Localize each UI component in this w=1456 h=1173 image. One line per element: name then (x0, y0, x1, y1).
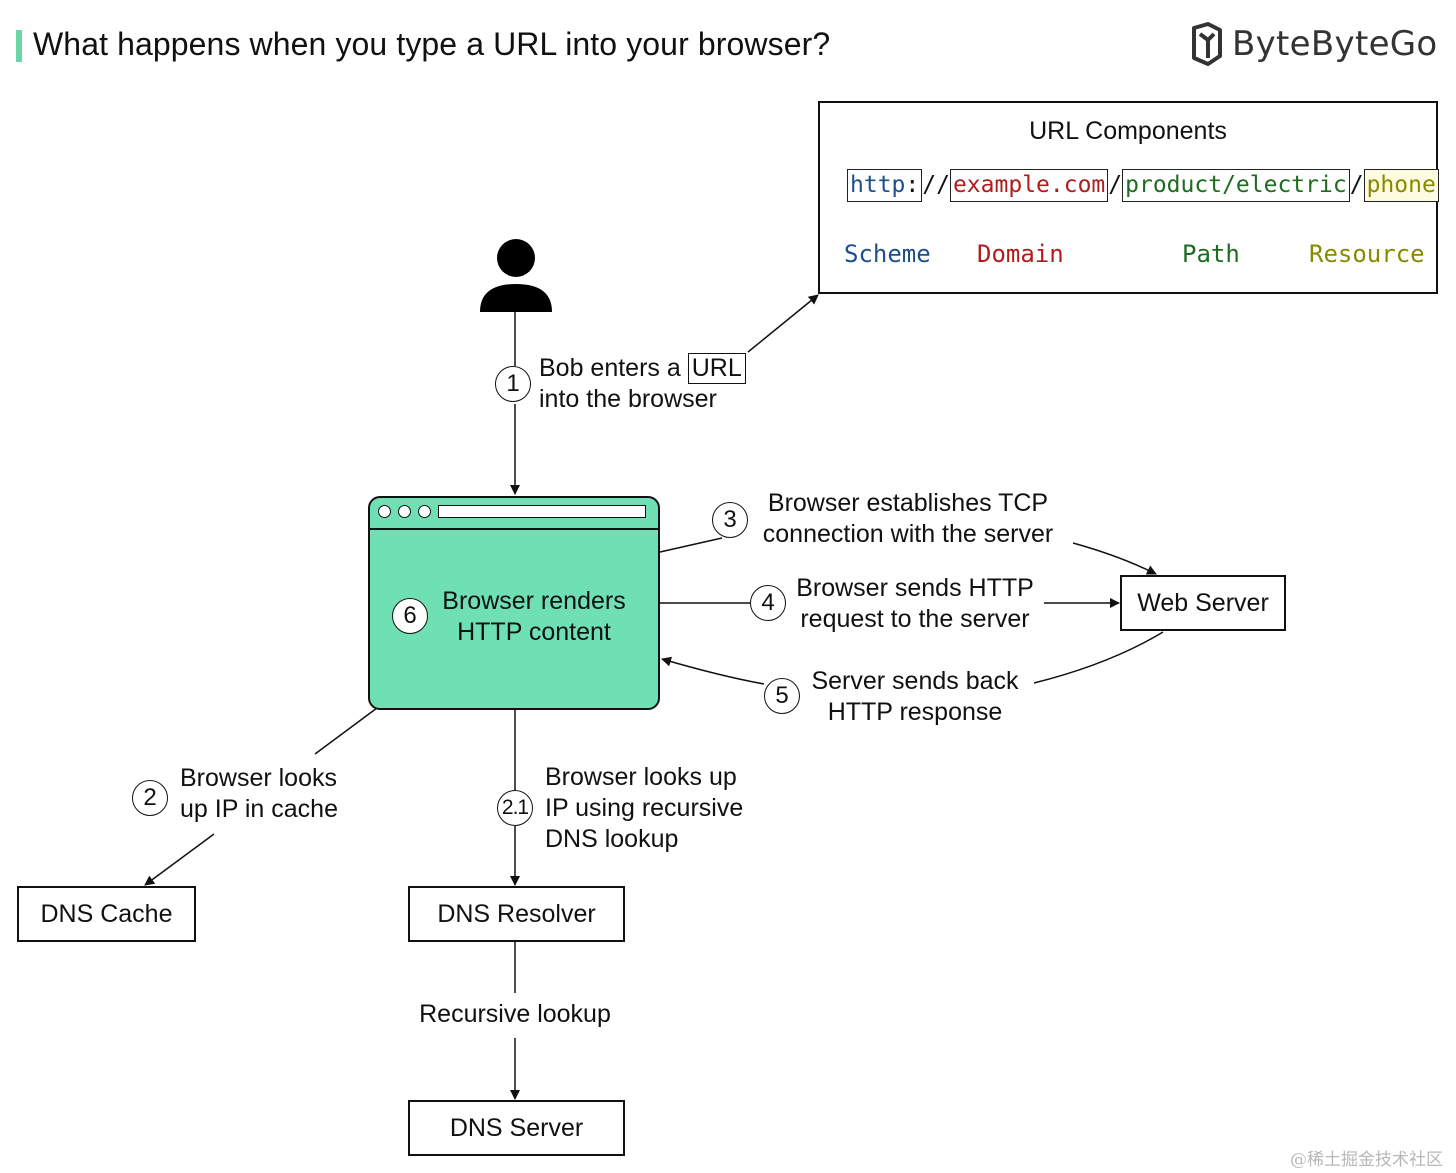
url-path-segment: product/electric (1122, 169, 1350, 202)
web-server-box: Web Server (1120, 575, 1286, 631)
dns-cache-box: DNS Cache (17, 886, 196, 942)
step-2-badge: 2 (132, 780, 168, 816)
url-example: http: // example.com / product/electric … (847, 169, 1439, 202)
url-word-chip: URL (687, 353, 746, 384)
step-3-text-line1: Browser establishes TCP (767, 489, 1049, 517)
step-6-badge: 6 (392, 598, 428, 634)
step-4-label: Browser sends HTTP request to the server (786, 573, 1044, 635)
scheme-label: Scheme (844, 240, 931, 268)
connector-step2-start (314, 707, 378, 755)
step-6-text-line1: Browser renders (442, 587, 626, 615)
step-2-text-line2: up IP in cache (180, 795, 338, 823)
title-accent-bar (16, 30, 22, 62)
arrow-to-dns-cache (144, 833, 215, 886)
step-2-1-text-line1: Browser looks up (545, 763, 737, 791)
recursive-lookup-label: Recursive lookup (419, 1000, 611, 1028)
step-2-label: Browser looks up IP in cache (180, 763, 338, 825)
step-1-text: Bob enters a (539, 354, 681, 382)
dns-server-box: DNS Server (408, 1100, 625, 1156)
arrow-step3-to-webserver (1072, 542, 1157, 575)
url-components-heading: URL Components (1029, 117, 1227, 145)
page-title: What happens when you type a URL into yo… (33, 26, 831, 62)
step-1-badge: 1 (495, 366, 531, 402)
url-slash: / (1349, 172, 1364, 198)
step-6-text-line2: HTTP content (457, 618, 611, 646)
step-2-1-label: Browser looks up IP using recursive DNS … (545, 762, 743, 855)
step-5-label: Server sends back HTTP response (800, 666, 1030, 728)
step-3-badge: 3 (712, 502, 748, 538)
url-colon: : (905, 172, 920, 198)
step-3-text-line2: connection with the server (762, 520, 1054, 548)
url-scheme-text: http (850, 172, 906, 198)
step-5-text-line2: HTTP response (827, 698, 1003, 726)
dns-resolver-box: DNS Resolver (408, 886, 625, 942)
step-5-text-line1: Server sends back (811, 667, 1019, 695)
step-2-1-badge: 2.1 (497, 790, 533, 826)
watermark: @稀土掘金技术社区 (1290, 1150, 1443, 1170)
window-dot (378, 505, 391, 518)
window-dot (418, 505, 431, 518)
url-resource-segment: phone (1363, 169, 1439, 202)
step-2-1-text-line2: IP using recursive (545, 794, 744, 822)
arrow-url-to-components (747, 294, 819, 353)
step-4-text-line2: request to the server (800, 605, 1030, 633)
step-1-label: Bob enters a URL into the browser (539, 353, 746, 415)
brand-name: ByteByteGo (1232, 24, 1438, 64)
step-6-label: Browser renders HTTP content (434, 586, 634, 648)
step-3-label: Browser establishes TCP connection with … (748, 488, 1068, 550)
resource-label: Resource (1309, 240, 1425, 268)
step-4-text-line1: Browser sends HTTP (796, 574, 1034, 602)
step-2-1-text-line3: DNS lookup (545, 825, 679, 853)
url-double-slash: // (922, 172, 950, 198)
path-label: Path (1182, 240, 1240, 268)
window-dot (398, 505, 411, 518)
url-scheme-segment: http: (847, 169, 923, 202)
connector-step3-start (659, 537, 723, 553)
arrow-step5-to-browser (661, 656, 765, 685)
url-components-box: URL Components http: // example.com / pr… (818, 101, 1439, 294)
step-2-text-line1: Browser looks (180, 764, 337, 792)
step-5-badge: 5 (764, 678, 800, 714)
browser-toolbar-divider (370, 528, 658, 530)
domain-label: Domain (977, 240, 1064, 268)
address-bar (438, 505, 646, 518)
step-1-text-line2: into the browser (539, 385, 717, 413)
step-4-badge: 4 (750, 585, 786, 621)
bytebytego-logo-icon (1192, 22, 1222, 66)
url-domain-segment: example.com (949, 169, 1109, 202)
url-slash: / (1108, 172, 1123, 198)
user-icon (480, 239, 552, 312)
brand: ByteByteGo (1188, 22, 1438, 66)
connector-step5-start (1033, 631, 1164, 684)
